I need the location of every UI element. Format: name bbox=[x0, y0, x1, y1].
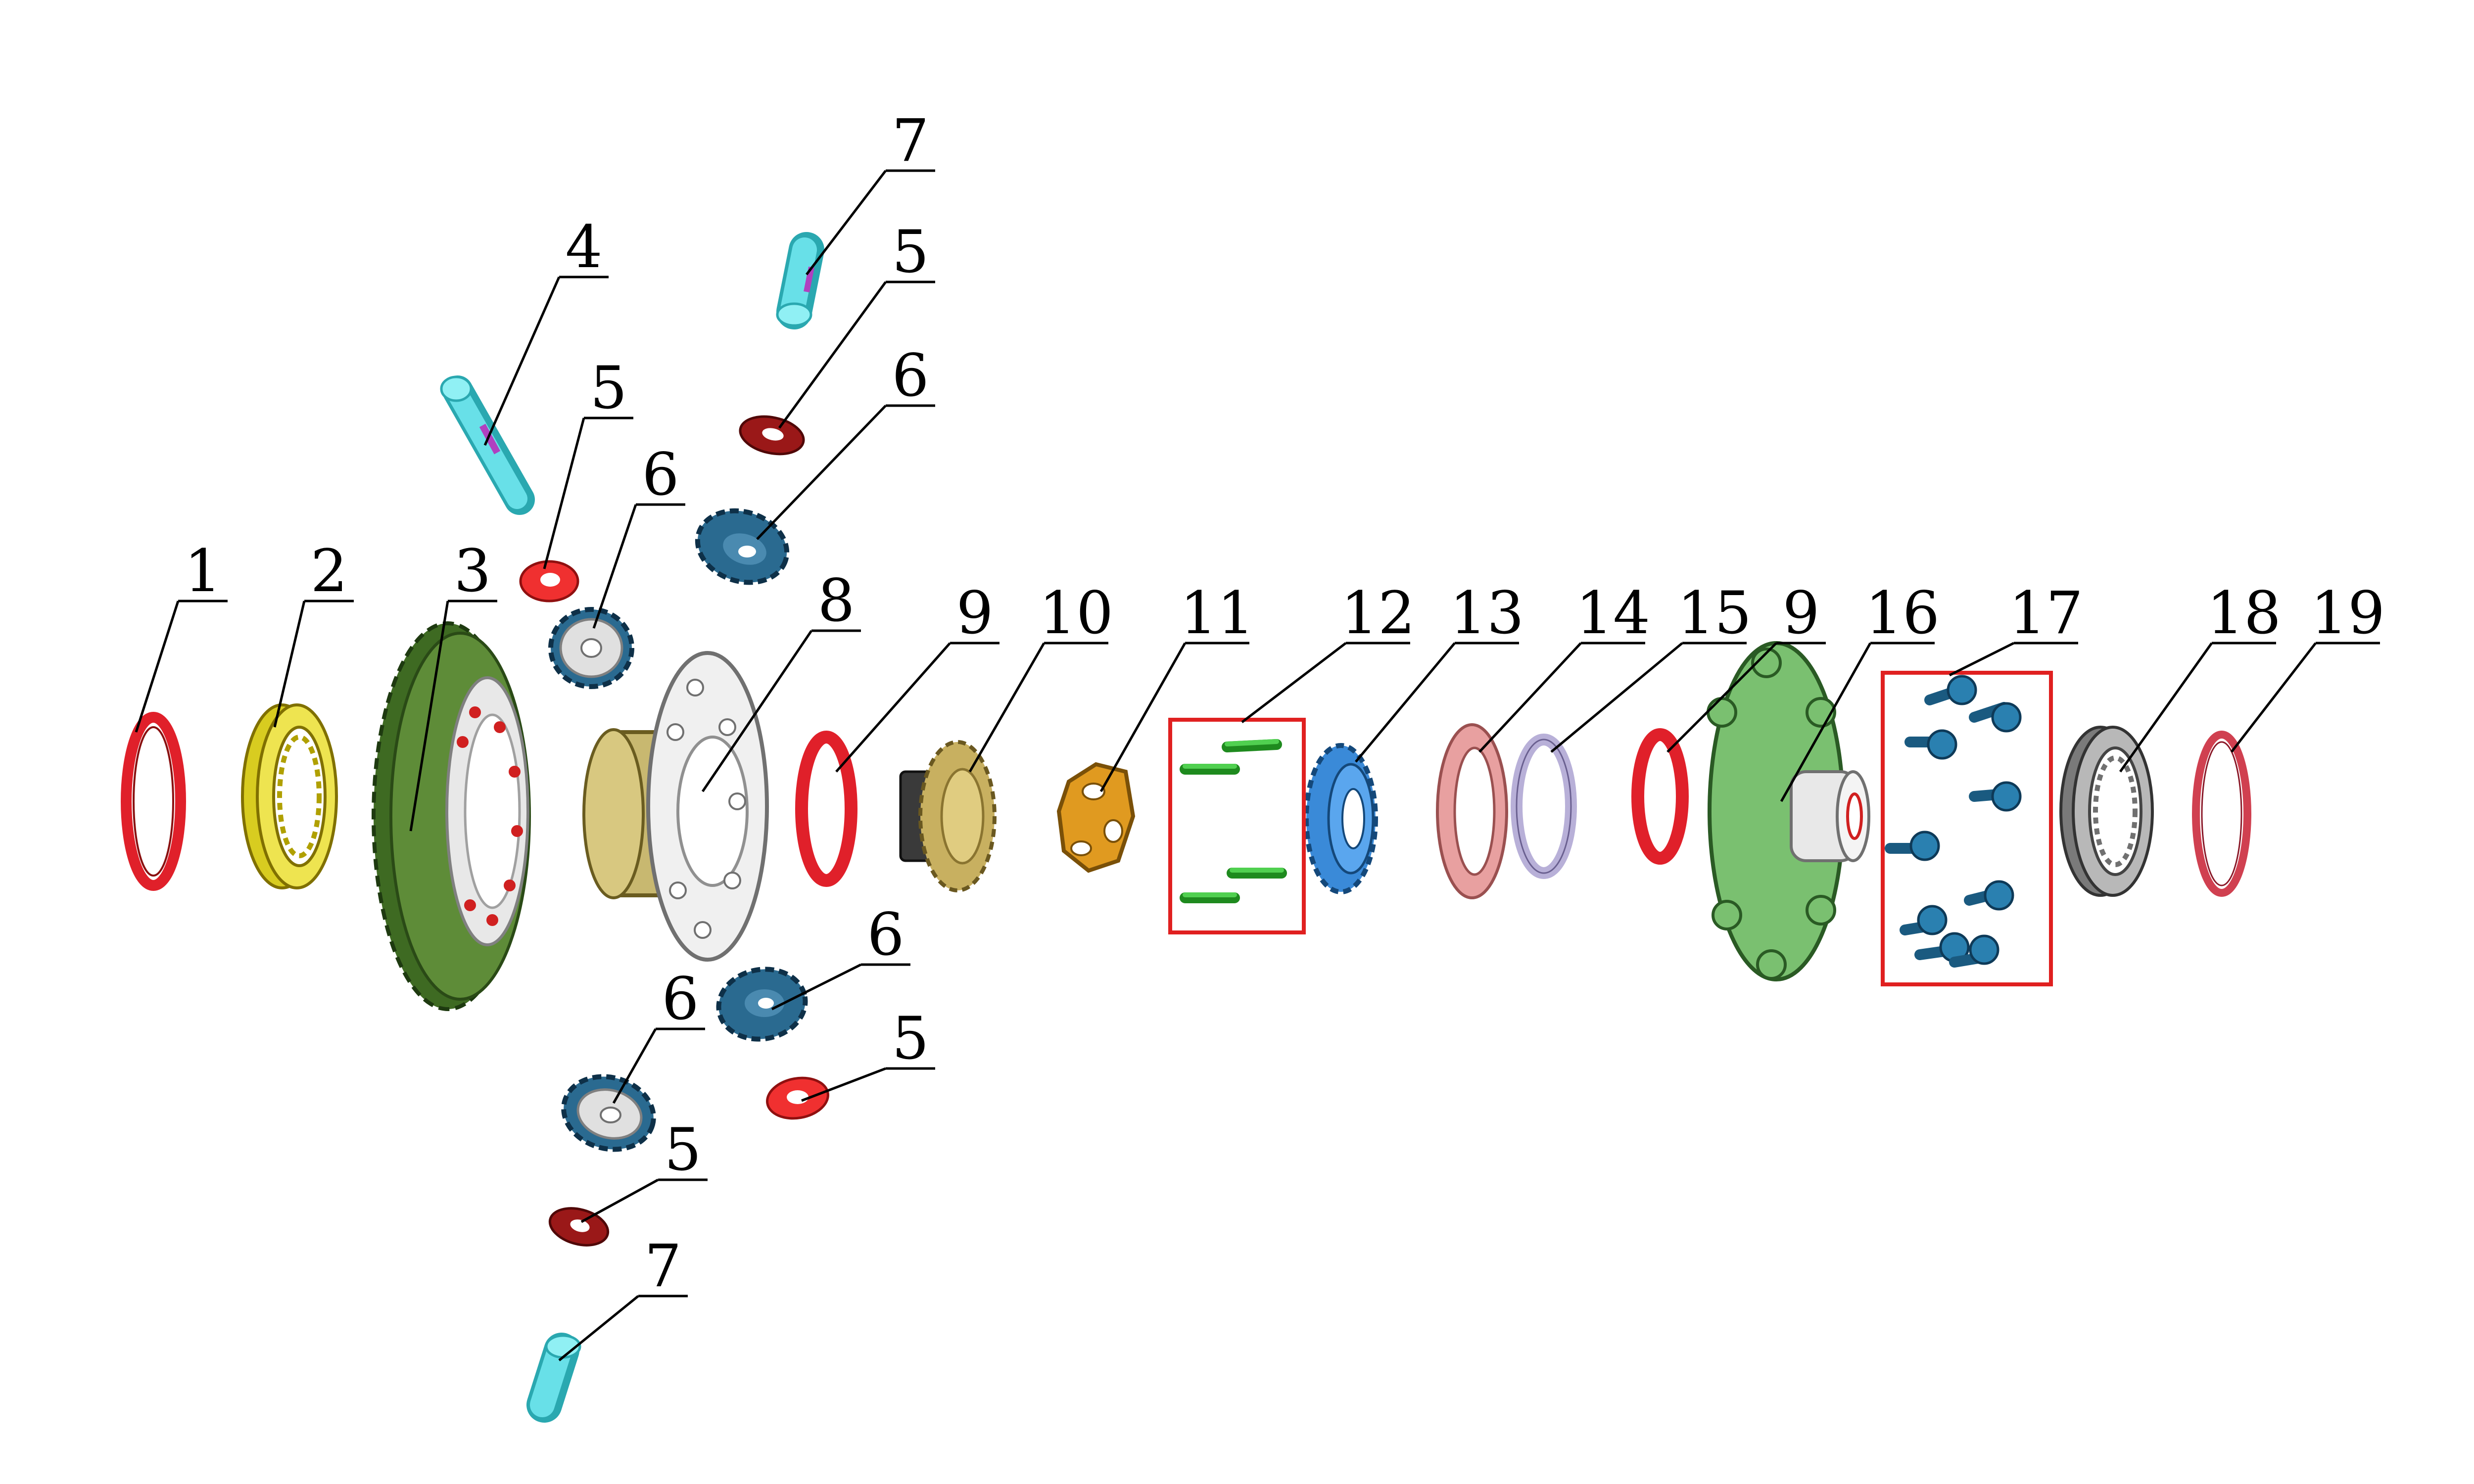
callout-5b-label: 5 bbox=[892, 218, 929, 286]
part-19-snap-ring bbox=[2192, 731, 2251, 897]
callout-5d: 5 bbox=[580, 1115, 708, 1223]
callout-15: 15 bbox=[1550, 579, 1752, 753]
callout-2: 2 bbox=[273, 537, 354, 728]
callout-14-label: 14 bbox=[1576, 579, 1650, 647]
part-6-pinion-gear-d bbox=[561, 1074, 656, 1152]
part-6-pinion-gear-c bbox=[716, 967, 808, 1042]
part-15-shim bbox=[1511, 734, 1577, 879]
bolt bbox=[1949, 934, 1999, 968]
callout-3-label: 3 bbox=[454, 537, 491, 605]
part-17-bolts bbox=[1885, 675, 2022, 968]
callout-7a-label: 7 bbox=[892, 106, 929, 175]
callout-6a-label: 6 bbox=[642, 440, 679, 509]
part-18-bearing bbox=[2059, 726, 2154, 897]
callout-2-label: 2 bbox=[310, 537, 347, 605]
callout-10: 10 bbox=[968, 579, 1113, 773]
bolt bbox=[1969, 781, 2022, 812]
callout-7b-label: 7 bbox=[644, 1232, 681, 1300]
callout-6d: 6 bbox=[612, 965, 705, 1104]
callout-12-label: 12 bbox=[1341, 579, 1415, 647]
callout-18: 18 bbox=[2119, 579, 2281, 773]
callout-6c: 6 bbox=[771, 900, 910, 1011]
callout-7a: 7 bbox=[806, 106, 935, 276]
callout-16-label: 16 bbox=[1865, 579, 1940, 647]
part-9-shim-b bbox=[1631, 728, 1689, 865]
callout-8: 8 bbox=[701, 566, 861, 792]
callout-5d-label: 5 bbox=[664, 1115, 701, 1184]
callout-9b-label: 9 bbox=[1782, 579, 1819, 647]
callout-7b: 7 bbox=[558, 1232, 688, 1361]
callout-19-label: 19 bbox=[2311, 579, 2385, 647]
bolt bbox=[1904, 729, 1957, 760]
callout-9a: 9 bbox=[835, 579, 999, 773]
part-14-shim bbox=[1436, 723, 1508, 899]
callout-5c-label: 5 bbox=[892, 1004, 929, 1072]
part-16-differential-cover bbox=[1707, 641, 1870, 981]
callout-5a-label: 5 bbox=[590, 354, 627, 422]
part-12-roll-pins bbox=[1180, 739, 1287, 903]
callout-5c: 5 bbox=[801, 1004, 935, 1102]
callout-9b: 9 bbox=[1666, 579, 1826, 753]
callout-8-label: 8 bbox=[817, 566, 855, 635]
callout-6d-label: 6 bbox=[662, 965, 699, 1033]
callout-6b: 6 bbox=[756, 341, 935, 540]
callout-10-label: 10 bbox=[1039, 579, 1113, 647]
part-8-differential-case bbox=[582, 651, 769, 962]
part-1-snap-ring bbox=[121, 712, 186, 891]
part-5-thrust-washer-b bbox=[739, 415, 805, 456]
callout-17-label: 17 bbox=[2009, 579, 2083, 647]
part-3-ring-gear bbox=[372, 621, 531, 1011]
callout-18-label: 18 bbox=[2207, 579, 2281, 647]
part-5-thrust-washer-d bbox=[548, 1207, 610, 1247]
part-5-thrust-washer-c bbox=[766, 1076, 829, 1120]
callout-6a: 6 bbox=[592, 440, 685, 629]
callout-15-label: 15 bbox=[1677, 579, 1752, 647]
callout-6c-label: 6 bbox=[867, 900, 904, 969]
part-11-spacer-block bbox=[1056, 762, 1136, 873]
part-7-short-pin-a bbox=[776, 232, 824, 329]
part-5-thrust-washer-a bbox=[519, 560, 579, 603]
callout-14: 14 bbox=[1478, 579, 1650, 753]
bolt bbox=[1969, 702, 2022, 733]
bolt bbox=[1914, 932, 1970, 963]
group-box-bolts bbox=[1881, 671, 2053, 986]
callout-9a-label: 9 bbox=[956, 579, 993, 647]
part-2-bearing bbox=[241, 703, 338, 889]
callout-1-label: 1 bbox=[184, 537, 221, 605]
bolt bbox=[1964, 880, 2014, 911]
callout-11: 11 bbox=[1099, 579, 1254, 792]
callout-19: 19 bbox=[2231, 579, 2385, 753]
part-7-short-pin-b bbox=[526, 1333, 581, 1423]
callout-12: 12 bbox=[1241, 579, 1415, 723]
callout-4-label: 4 bbox=[565, 213, 602, 281]
callout-11-label: 11 bbox=[1180, 579, 1254, 647]
bolt bbox=[1885, 831, 1940, 861]
part-6-pinion-gear-b bbox=[695, 508, 790, 585]
bolt bbox=[1900, 905, 1948, 935]
part-13-side-gear bbox=[1304, 743, 1378, 894]
group-box-roll-pins bbox=[1168, 718, 1306, 934]
callout-3: 3 bbox=[409, 537, 497, 832]
callout-16: 16 bbox=[1780, 579, 1940, 802]
callout-17: 17 bbox=[1949, 579, 2083, 677]
callout-5b: 5 bbox=[778, 218, 935, 429]
callout-5a: 5 bbox=[543, 354, 633, 569]
part-6-pinion-gear-a bbox=[548, 607, 634, 689]
bolt bbox=[1924, 675, 1977, 705]
callout-4: 4 bbox=[483, 213, 609, 446]
callout-6b-label: 6 bbox=[892, 341, 929, 410]
callout-1: 1 bbox=[135, 537, 228, 733]
callout-13-label: 13 bbox=[1450, 579, 1524, 647]
callout-13: 13 bbox=[1355, 579, 1524, 763]
part-10-side-gear bbox=[899, 740, 997, 892]
part-9-shim-a bbox=[795, 731, 857, 887]
